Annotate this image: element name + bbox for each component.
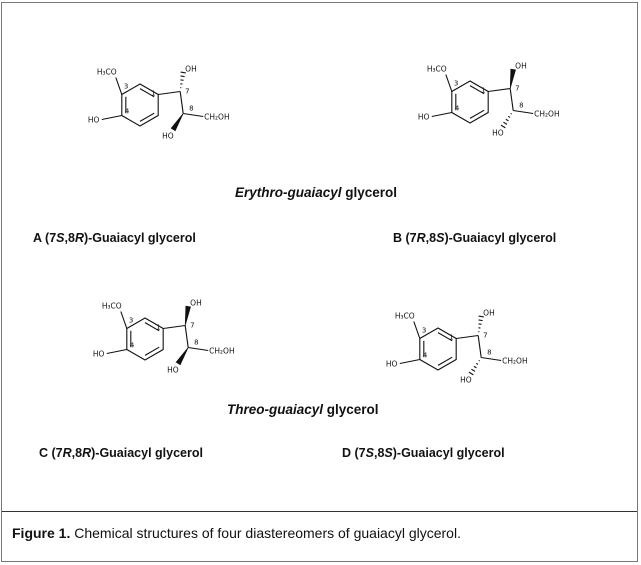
ring-double-bond bbox=[437, 356, 453, 366]
ch2oh-label: CH₂OH bbox=[502, 357, 527, 366]
c8-ch2oh-bond bbox=[513, 109, 534, 115]
side-chain-bond-2 bbox=[179, 91, 184, 114]
position-4-number: 4 bbox=[423, 352, 428, 360]
position-8-number: 8 bbox=[487, 349, 491, 357]
c7-oh-label: OH bbox=[185, 65, 197, 74]
c7-oh-bond bbox=[478, 315, 484, 333]
position-3-number: 3 bbox=[124, 83, 128, 91]
ring-double-bond bbox=[139, 112, 155, 122]
position-7-number: 7 bbox=[185, 88, 189, 96]
ring-double-bond bbox=[139, 88, 155, 98]
c8-oh-bond bbox=[468, 359, 480, 376]
side-chain-bond-1 bbox=[456, 334, 479, 340]
ring-double-bond bbox=[437, 332, 453, 342]
c8-oh-bond bbox=[170, 113, 184, 132]
position-4-number: 4 bbox=[455, 105, 460, 113]
methoxy-bond bbox=[120, 311, 128, 329]
position-8-number: 8 bbox=[189, 105, 193, 113]
side-chain-bond-1 bbox=[488, 87, 511, 93]
position-7-number: 7 bbox=[483, 332, 487, 340]
ch2oh-label: CH₂OH bbox=[209, 347, 234, 356]
position-3-number: 3 bbox=[129, 317, 133, 325]
c8-ch2oh-bond bbox=[183, 112, 204, 118]
c7-oh-bond bbox=[180, 71, 186, 89]
c7-oh-label: OH bbox=[515, 62, 527, 71]
figure-caption: Figure 1. Chemical structures of four di… bbox=[12, 525, 461, 541]
ring-double-bond bbox=[469, 85, 485, 95]
ring-double-bond bbox=[144, 346, 160, 356]
position-8-number: 8 bbox=[519, 102, 523, 110]
side-chain-bond-2 bbox=[509, 88, 514, 111]
ch2oh-label: CH₂OH bbox=[534, 110, 559, 119]
c7-oh-bond bbox=[184, 305, 191, 326]
phenol-bond bbox=[399, 358, 420, 365]
phenol-bond bbox=[101, 114, 122, 121]
methoxy-bond bbox=[445, 74, 453, 92]
methoxy-label: H₃CO bbox=[97, 68, 117, 77]
c8-ch2oh-bond bbox=[481, 356, 502, 362]
position-1-number: 1 bbox=[151, 90, 155, 98]
threo-group-title: Threo-guaiacyl glycerol bbox=[227, 402, 379, 417]
side-chain-bond-1 bbox=[158, 90, 181, 96]
c8-oh-label: HO bbox=[162, 132, 174, 141]
c8-ch2oh-bond bbox=[188, 346, 209, 352]
position-7-number: 7 bbox=[190, 322, 194, 330]
phenol-oh-label: HO bbox=[88, 116, 100, 125]
phenol-bond bbox=[106, 348, 127, 355]
caption-divider bbox=[2, 511, 637, 512]
position-3-number: 3 bbox=[422, 327, 426, 335]
side-chain-bond-2 bbox=[477, 335, 482, 358]
erythro-group-title: Erythro-guaiacyl glycerol bbox=[235, 185, 398, 200]
position-7-number: 7 bbox=[515, 85, 519, 93]
position-1-number: 1 bbox=[449, 334, 453, 342]
c7-oh-label: OH bbox=[483, 309, 495, 318]
position-4-number: 4 bbox=[125, 108, 130, 116]
benzene-ring bbox=[451, 80, 489, 124]
side-chain-bond-1 bbox=[163, 324, 186, 330]
compound-c-label: C (7R,8R)-Guaiacyl glycerol bbox=[39, 446, 203, 460]
compound-a-label: A (7S,8R)-Guaiacyl glycerol bbox=[33, 231, 196, 245]
c8-oh-bond bbox=[175, 347, 189, 366]
methoxy-bond bbox=[115, 77, 123, 95]
ring-double-bond bbox=[144, 322, 160, 332]
methoxy-label: H₃CO bbox=[427, 65, 447, 74]
c8-oh-label: HO bbox=[167, 366, 179, 375]
side-chain-bond-2 bbox=[184, 325, 189, 348]
benzene-ring bbox=[419, 327, 457, 371]
c8-oh-bond bbox=[500, 112, 512, 129]
ch2oh-label: CH₂OH bbox=[204, 113, 229, 122]
phenol-oh-label: HO bbox=[93, 350, 105, 359]
position-8-number: 8 bbox=[194, 339, 198, 347]
position-1-number: 1 bbox=[481, 87, 485, 95]
c8-oh-label: HO bbox=[460, 376, 472, 385]
position-1-number: 1 bbox=[156, 324, 160, 332]
ring-double-bond bbox=[469, 109, 485, 119]
compound-b-label: B (7R,8S)-Guaiacyl glycerol bbox=[393, 231, 557, 245]
position-3-number: 3 bbox=[454, 80, 458, 88]
c8-oh-label: HO bbox=[492, 129, 504, 138]
c7-oh-bond bbox=[509, 68, 516, 89]
phenol-oh-label: HO bbox=[386, 360, 398, 369]
position-4-number: 4 bbox=[130, 342, 135, 350]
methoxy-label: H₃CO bbox=[395, 312, 415, 321]
compound-d-label: D (7S,8S)-Guaiacyl glycerol bbox=[342, 446, 505, 460]
c7-oh-label: OH bbox=[190, 299, 202, 308]
methoxy-bond bbox=[413, 321, 421, 339]
phenol-bond bbox=[431, 111, 452, 118]
phenol-oh-label: HO bbox=[418, 113, 430, 122]
methoxy-label: H₃CO bbox=[102, 302, 122, 311]
